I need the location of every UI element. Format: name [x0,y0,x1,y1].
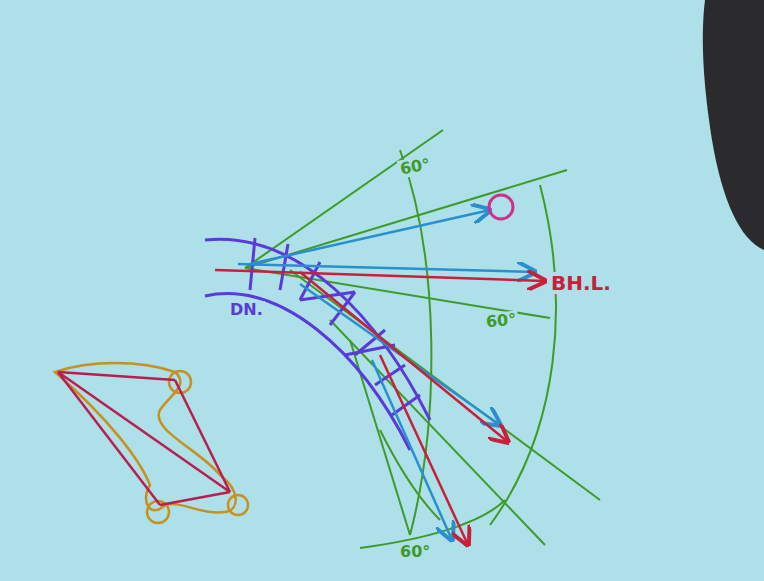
fan-lines [245,130,600,548]
angle-label: 60° [483,311,519,332]
drive-label: DN. [228,301,265,319]
mouse-shape [703,0,764,250]
angle-label: 60° [397,155,434,178]
red-arrows [215,270,545,545]
blue-arrows [238,210,535,540]
angle-label: 60° [398,543,432,561]
hole-label: BH.L. [549,272,613,294]
side-sketch [55,363,248,523]
target-circle [489,195,513,219]
